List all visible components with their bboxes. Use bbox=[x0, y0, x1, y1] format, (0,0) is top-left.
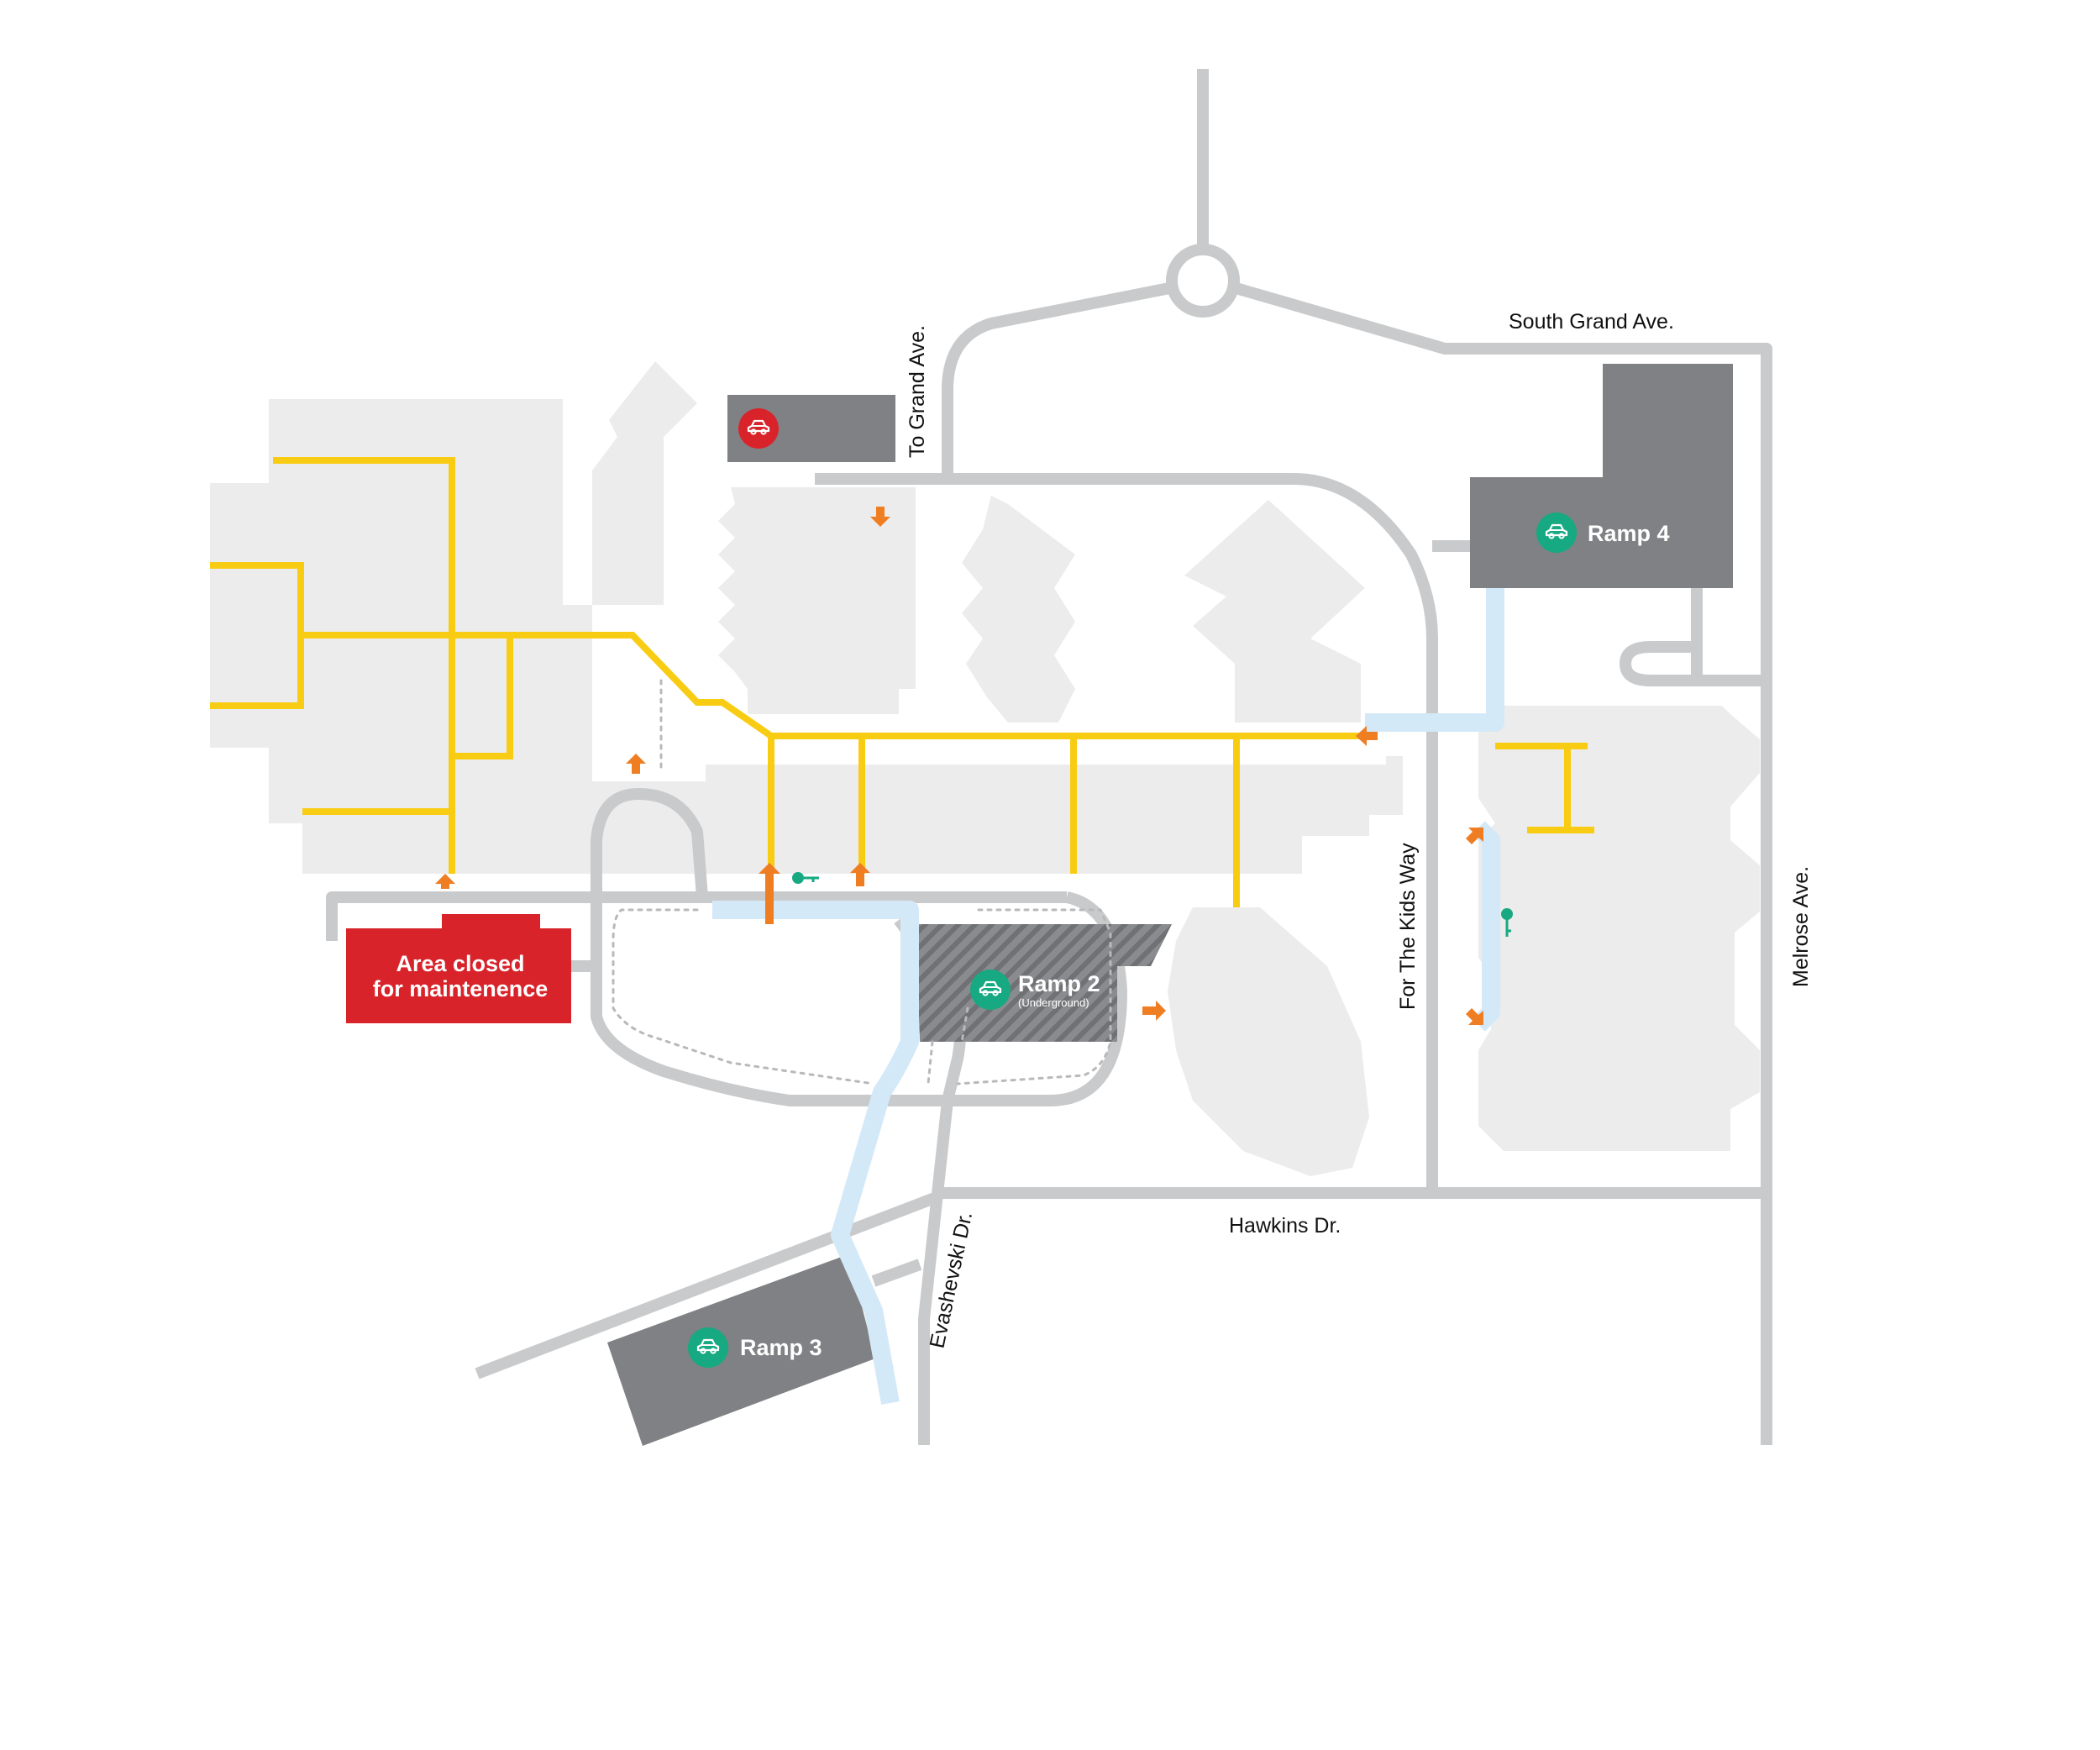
closed-area-block bbox=[346, 914, 571, 1023]
road-evashevski bbox=[918, 1100, 953, 1445]
building-oval bbox=[1168, 907, 1369, 1176]
arrow-icon bbox=[626, 754, 646, 774]
arrow-icon bbox=[850, 863, 870, 886]
arrow-icon bbox=[870, 507, 890, 527]
building-pavilion-2 bbox=[962, 496, 1075, 723]
road-ramp3-link bbox=[871, 1259, 922, 1287]
arrow-icon bbox=[1466, 828, 1483, 844]
arrow-icon bbox=[1142, 1001, 1166, 1021]
ramp-2-underground bbox=[916, 924, 1172, 1042]
building-north-tower bbox=[592, 361, 697, 605]
closed-area-line2: for maintenence bbox=[373, 976, 549, 1001]
car-icon bbox=[738, 408, 779, 449]
building-pavilion-1 bbox=[718, 487, 916, 714]
closed-area-line1: Area closed bbox=[396, 951, 524, 976]
key-icon bbox=[1501, 908, 1513, 937]
flow-west-loop bbox=[612, 908, 875, 1085]
skywalks bbox=[210, 457, 1594, 907]
arrow-icon bbox=[1466, 1008, 1483, 1025]
flow-ramp2-mid bbox=[927, 1006, 969, 1085]
entrance-arrows bbox=[435, 507, 1483, 1025]
building-annex bbox=[1386, 756, 1403, 790]
ramp-2-label: Ramp 2 bbox=[1018, 971, 1100, 996]
flow-ramp2-east bbox=[956, 908, 1112, 1085]
walkways bbox=[712, 588, 1504, 1405]
walkway-east-vertical bbox=[1472, 821, 1500, 1032]
skywalk-inner-loop bbox=[452, 635, 513, 759]
road-small-loop bbox=[1620, 641, 1697, 686]
road-oval-loop bbox=[591, 788, 1127, 1106]
road-roundabout bbox=[1166, 244, 1240, 318]
label-for-the-kids-way: For The Kids Way bbox=[1396, 843, 1420, 1010]
ramp-4-label: Ramp 4 bbox=[1588, 521, 1670, 546]
ramp-3 bbox=[607, 1254, 875, 1446]
ramp-2-sublabel: (Underground) bbox=[1018, 996, 1089, 1009]
traffic-flow-dots bbox=[612, 679, 1112, 1085]
road-south-grand-connector bbox=[1231, 281, 1772, 1445]
skywalk-main bbox=[301, 632, 1373, 739]
parking-structures bbox=[607, 364, 1733, 1446]
skywalk-north-west bbox=[273, 457, 455, 874]
label-south-grand-ave: South Grand Ave. bbox=[1509, 310, 1674, 334]
key-icon bbox=[792, 872, 819, 884]
car-icon bbox=[688, 1327, 728, 1368]
building-east-childrens bbox=[1478, 706, 1760, 1151]
car-icon bbox=[1536, 512, 1577, 553]
ramp-4 bbox=[1470, 364, 1733, 588]
closed-area: Area closed for maintenence bbox=[346, 914, 571, 1023]
walkway-south bbox=[712, 901, 919, 1405]
building-pavilion-3 bbox=[1184, 500, 1365, 723]
road-to-grand-loop bbox=[942, 281, 1175, 479]
roads bbox=[326, 69, 1772, 1445]
label-to-grand-ave: To Grand Ave. bbox=[906, 325, 929, 458]
label-hawkins-dr: Hawkins Dr. bbox=[1229, 1214, 1341, 1238]
car-icon bbox=[970, 970, 1011, 1010]
label-melrose-ave: Melrose Ave. bbox=[1789, 866, 1813, 987]
road-southwest bbox=[475, 1191, 939, 1380]
walkway-east bbox=[1365, 588, 1504, 732]
ramp-3-label: Ramp 3 bbox=[740, 1335, 822, 1360]
road-ramp4-loop bbox=[1691, 588, 1767, 686]
skywalk-east-h bbox=[1495, 743, 1594, 833]
arrow-icon bbox=[759, 863, 780, 924]
arrow-icon bbox=[1356, 726, 1378, 746]
arrow-icon bbox=[435, 874, 455, 889]
road-inner-north bbox=[815, 473, 1438, 1193]
road-main-west bbox=[326, 891, 1067, 941]
